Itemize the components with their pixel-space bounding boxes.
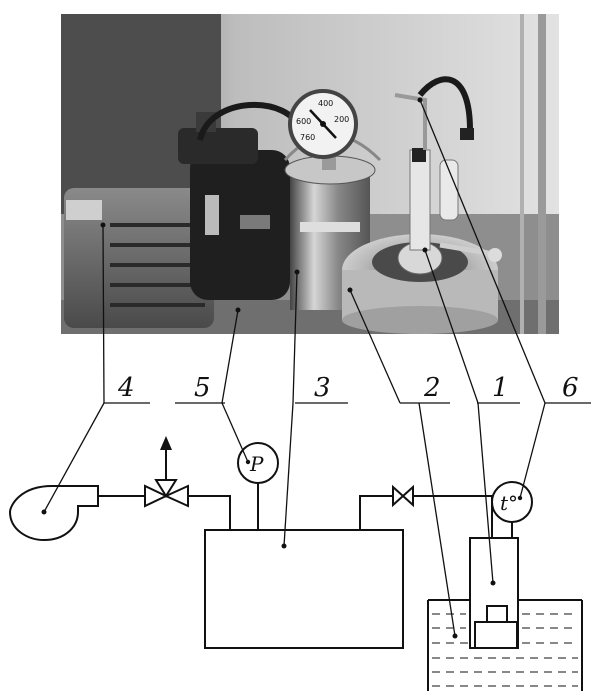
- needle-valve-symbol: [393, 487, 413, 505]
- schematic: P t°: [10, 436, 582, 691]
- label-5: 5: [194, 373, 211, 403]
- label-3: 3: [314, 373, 331, 403]
- reactor-symbol: [470, 538, 518, 648]
- apparatus-photo: 400 200 600 760: [61, 14, 559, 334]
- svg-text:P: P: [249, 452, 264, 476]
- vessel-symbol: [205, 530, 403, 648]
- svg-text:400: 400: [318, 99, 333, 108]
- label-1: 1: [492, 373, 509, 403]
- label-2: 2: [423, 373, 441, 403]
- svg-text:200: 200: [334, 115, 349, 124]
- svg-text:600: 600: [296, 117, 311, 126]
- three-way-valve-symbol: [145, 436, 188, 506]
- photo-pressure-gauge: 400 200 600 760: [290, 91, 356, 157]
- label-4: 4: [117, 373, 135, 403]
- svg-text:760: 760: [300, 133, 315, 142]
- pressure-gauge-symbol: P: [238, 443, 278, 530]
- svg-text:t°: t°: [500, 491, 518, 515]
- label-6: 6: [562, 373, 579, 403]
- bath-symbol: [428, 600, 582, 691]
- thermometer-symbol: t°: [492, 482, 532, 538]
